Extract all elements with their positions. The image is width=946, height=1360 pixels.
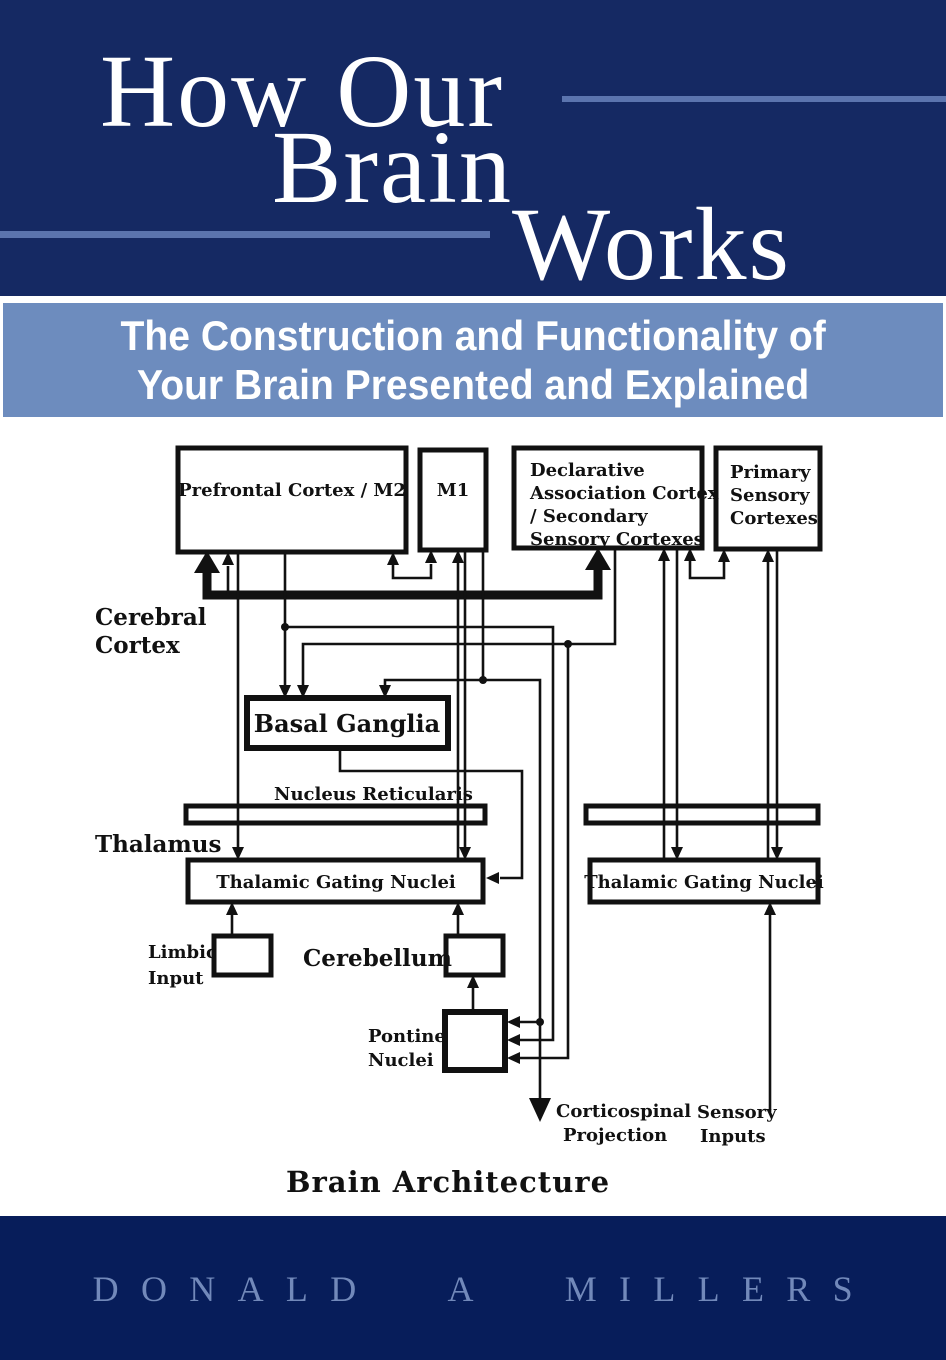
edge-arrowheads [222,548,783,1122]
nucleus-reticularis-bar-left [183,803,488,826]
svg-text:Sensory: Sensory [697,1102,777,1123]
svg-text:/ Secondary: / Secondary [530,506,648,527]
corticospinal-projection-label: Corticospinal Projection [556,1101,691,1146]
svg-text:Inputs: Inputs [700,1126,766,1147]
node-tgn-right-box [587,857,821,905]
node-tgn-left-label: Thalamic Gating Nuclei [216,872,456,893]
node-tgn-left-box [185,857,486,905]
subtitle-band: The Construction and Functionality of Yo… [3,303,943,417]
node-declarative-box [511,445,705,551]
svg-text:Cerebral: Cerebral [95,604,207,631]
title-line-1: How Our [100,34,504,149]
cerebral-cortex-label: Cerebral Cortex [95,604,207,659]
subtitle-line-1: The Construction and Functionality of [120,312,826,359]
title-line-2: Brain [272,110,514,225]
svg-text:Projection: Projection [563,1125,667,1146]
cerebellum-label: Cerebellum [303,945,452,972]
node-prefrontal-label: Prefrontal Cortex / M2 [178,480,406,501]
author-band: DONALD A MILLERS [0,1216,946,1360]
svg-text:Primary: Primary [730,462,811,483]
brain-architecture-diagram: Prefrontal Cortex / M2 M1 Declarative As… [0,430,946,1225]
svg-text:Cortex: Cortex [95,632,180,659]
diagram-caption: Brain Architecture [286,1165,610,1199]
svg-text:Corticospinal: Corticospinal [556,1101,691,1122]
edge-thick-cortical-bus [194,548,611,600]
svg-text:Input: Input [148,968,204,989]
svg-text:Nuclei: Nuclei [368,1050,434,1071]
title-accent-line-left [0,231,490,238]
node-basal-ganglia-label: Basal Ganglia [254,709,440,738]
title-line-3: Works [512,187,791,302]
thalamus-label: Thalamus [95,831,221,858]
subtitle-line-2: Your Brain Presented and Explained [136,361,810,408]
title-accent-line-right [562,96,946,102]
node-cerebellum-box [443,933,506,978]
nucleus-reticularis-label: Nucleus Reticularis [274,784,473,805]
subtitle-text: The Construction and Functionality of Yo… [120,311,825,409]
pontine-nuclei-label: Pontine Nuclei [368,1026,446,1071]
nucleus-reticularis-bar-right [583,803,821,826]
node-m1-box [417,447,489,553]
node-basal-ganglia-box [244,695,451,751]
svg-text:Cortexes: Cortexes [730,508,818,529]
title-band: How Our Brain Works [0,0,946,302]
svg-text:Limbic: Limbic [148,942,217,963]
node-limbic-box [211,933,274,978]
author-name: DONALD A MILLERS [92,1269,875,1309]
limbic-input-label: Limbic Input [148,942,217,989]
node-prefrontal-box [175,445,409,555]
sensory-inputs-label: Sensory Inputs [697,1102,777,1147]
svg-text:Sensory: Sensory [730,485,810,506]
svg-text:Pontine: Pontine [368,1026,446,1047]
node-pontine-box [442,1009,508,1073]
node-primary-sensory-label: Primary Sensory Cortexes [730,462,818,529]
node-declarative-label: Declarative Association Cortex / Seconda… [529,460,719,550]
svg-text:Sensory Cortexes: Sensory Cortexes [530,529,704,550]
node-tgn-right-label: Thalamic Gating Nuclei [584,872,824,893]
svg-text:Association Cortex: Association Cortex [529,483,719,504]
svg-text:Declarative: Declarative [530,460,645,481]
node-m1-label: M1 [437,480,469,501]
